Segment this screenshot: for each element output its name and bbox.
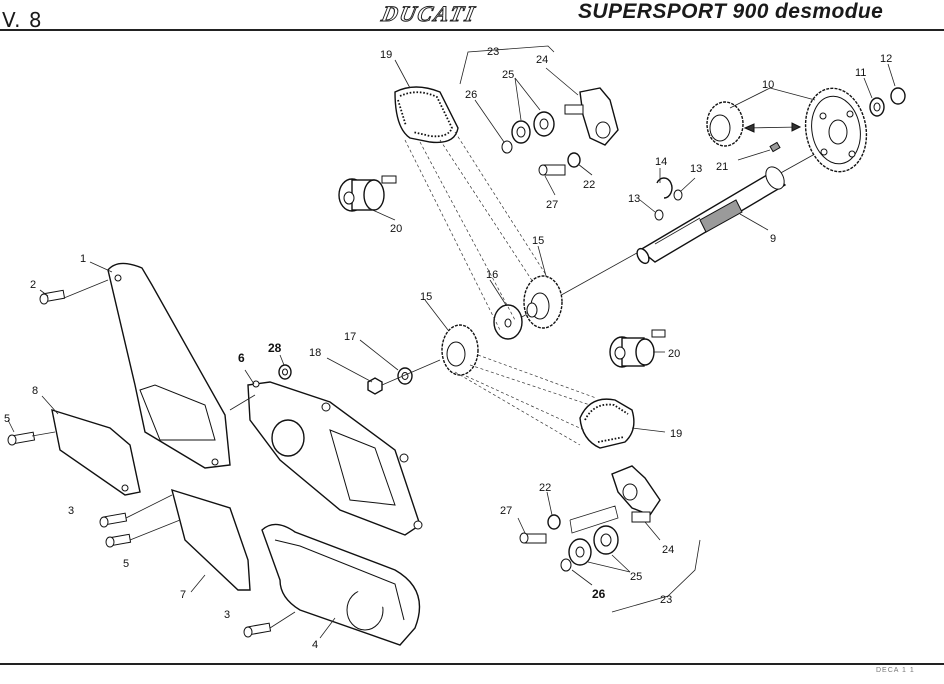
callout-2: 2 [30, 279, 36, 291]
callout-23: 23 [487, 46, 499, 58]
inspection-cover [51, 408, 141, 496]
callout-13: 13 [690, 163, 702, 175]
callout-9: 9 [770, 233, 776, 245]
callout-17: 17 [344, 331, 356, 343]
callout-22: 22 [583, 179, 595, 191]
belt-routing-lines [404, 131, 597, 446]
camshaft-gear-pair [706, 87, 868, 173]
callout-24: 24 [662, 544, 674, 556]
screw [39, 289, 66, 305]
callout-8: 8 [32, 385, 38, 397]
callout-14: 14 [655, 156, 667, 168]
callout-3: 3 [224, 609, 230, 621]
dowel-pin [673, 189, 683, 201]
timing-belt-upper [394, 86, 459, 144]
callout-16: 16 [486, 269, 498, 281]
screw [99, 512, 128, 528]
callout-26: 26 [592, 587, 606, 601]
callout-3: 3 [68, 505, 74, 517]
circlip [656, 177, 673, 199]
callout-10: 10 [762, 79, 774, 91]
callout-12: 12 [880, 53, 892, 65]
callout-11: 11 [855, 67, 866, 79]
callout-23: 23 [660, 594, 672, 606]
callout-18: 18 [309, 347, 321, 359]
callout-13: 13 [628, 193, 640, 205]
callout-26: 26 [465, 89, 477, 101]
model-title: SUPERSPORT 900 desmodue [578, 0, 884, 23]
callout-28: 28 [268, 341, 282, 355]
timing-belt-lower [579, 398, 635, 449]
tensioner-roller-upper [338, 175, 397, 212]
tensioner-assembly-lower [519, 465, 661, 572]
screw [243, 622, 272, 638]
footer-rule [0, 663, 944, 665]
timing-pulley-rear [523, 275, 563, 329]
callout-27: 27 [546, 199, 558, 211]
timing-pulley-front [441, 324, 479, 376]
callout-20: 20 [390, 223, 402, 235]
drive-shaft [519, 139, 841, 319]
belt-cover-plate [247, 381, 421, 536]
callout-25: 25 [502, 69, 514, 81]
callout-24: 24 [536, 54, 548, 66]
callout-19: 19 [670, 428, 682, 440]
screw [7, 431, 36, 446]
dowel-pin [654, 209, 664, 221]
footer-code: DECA 1 1 [876, 667, 915, 674]
woodruff-key [769, 141, 781, 153]
screw [105, 533, 132, 548]
header-rule [0, 29, 944, 31]
callout-7: 7 [180, 589, 186, 601]
callout-5: 5 [4, 413, 10, 425]
callout-27: 27 [500, 505, 512, 517]
callout-15: 15 [532, 235, 544, 247]
callout-20: 20 [668, 348, 680, 360]
callout-19: 19 [380, 49, 392, 61]
callout-5: 5 [123, 558, 129, 570]
leader-lines [7, 45, 896, 639]
tensioner-roller-lower [609, 329, 666, 368]
callout-22: 22 [539, 482, 551, 494]
callout-4: 4 [312, 639, 318, 651]
callout-6: 6 [238, 351, 245, 365]
callout-15: 15 [420, 291, 432, 303]
sheet-reference: V. 8 [2, 8, 43, 32]
gear-nut [890, 87, 906, 105]
callout-1: 1 [80, 253, 86, 265]
pulley-nut [367, 377, 383, 395]
tensioner-assembly-upper [501, 87, 619, 176]
cover-gasket [171, 488, 251, 591]
callout-25: 25 [630, 571, 642, 583]
callout-21: 21 [716, 161, 728, 173]
